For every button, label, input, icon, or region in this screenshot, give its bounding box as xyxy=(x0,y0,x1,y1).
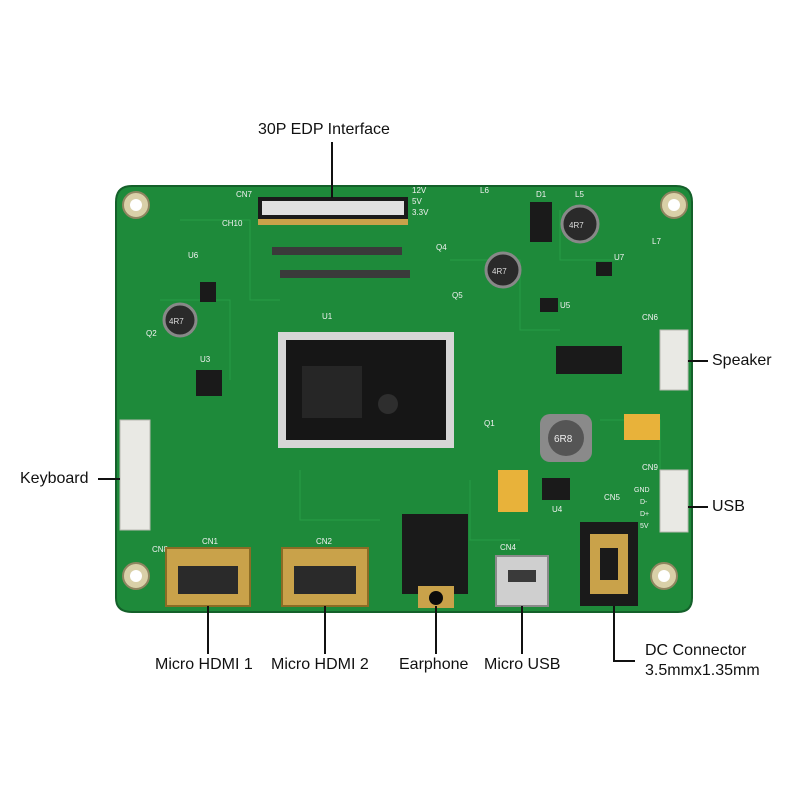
board-mark-cn8: CN8 xyxy=(152,545,169,554)
board-mark-l7: L7 xyxy=(652,237,661,246)
label-micro-hdmi-1: Micro HDMI 1 xyxy=(155,656,253,673)
micro-usb-connector xyxy=(495,555,549,607)
board-mark-cn6: CN6 xyxy=(642,313,659,322)
pin-5v-label: 5V xyxy=(640,523,649,530)
micro-hdmi-2-connector xyxy=(281,547,369,607)
pin-dplus-label: D+ xyxy=(640,511,649,518)
label-micro-hdmi-2: Micro HDMI 2 xyxy=(271,656,369,673)
inductor-l5 xyxy=(560,204,600,244)
dc-power-connector xyxy=(580,522,638,606)
usb-callout-line xyxy=(688,506,708,508)
inductor-mark: 4R7 xyxy=(492,267,507,276)
label-usb: USB xyxy=(712,498,745,515)
earphone-callout-line xyxy=(435,606,437,654)
board-mark-u7: U7 xyxy=(614,253,625,262)
chip-u5 xyxy=(540,298,558,312)
chip-u6 xyxy=(200,282,216,302)
inductor-mark: 6R8 xyxy=(554,434,573,445)
diode-d1 xyxy=(530,202,552,242)
hdmi1-callout-line xyxy=(207,606,209,654)
tantalum-capacitor xyxy=(498,470,528,512)
mounting-holes xyxy=(122,191,688,590)
board-mark-q1: Q1 xyxy=(484,419,495,428)
usb-header-connector xyxy=(659,469,689,533)
speaker-connector xyxy=(659,329,689,391)
inductor-mark: 4R7 xyxy=(569,221,584,230)
label-speaker: Speaker xyxy=(712,352,772,369)
board-mark-ch10: CH10 xyxy=(222,219,243,228)
board-mark-3v3: 3.3V xyxy=(412,208,429,217)
inductor-mark: 4R7 xyxy=(169,317,184,326)
edp-callout-line xyxy=(331,142,333,198)
resistor-array xyxy=(272,247,410,278)
hdmi2-callout-line xyxy=(324,606,326,654)
board-mark-u1: U1 xyxy=(322,312,333,321)
board-mark-cn1: CN1 xyxy=(202,537,219,546)
board-mark-u5: U5 xyxy=(560,301,571,310)
board-mark-12v: 12V xyxy=(412,186,427,195)
label-dc-connector-size: 3.5mmx1.35mm xyxy=(645,662,760,679)
earphone-jack xyxy=(402,514,468,608)
label-dc-connector: DC Connector xyxy=(645,642,747,659)
main-processor-chip xyxy=(278,332,454,448)
board-mark-q2: Q2 xyxy=(146,329,157,338)
board-mark-u4: U4 xyxy=(552,505,563,514)
board-mark-cn4: CN4 xyxy=(500,543,517,552)
dc-callout-line-horizontal xyxy=(613,660,635,662)
micro-usb-callout-line xyxy=(521,606,523,654)
board-mark-u3: U3 xyxy=(200,355,211,364)
board-mark-cn7: CN7 xyxy=(236,190,253,199)
pin-dminus-label: D- xyxy=(640,499,648,506)
board-mark-u6: U6 xyxy=(188,251,199,260)
board-mark-cn2: CN2 xyxy=(316,537,333,546)
label-edp-interface: 30P EDP Interface xyxy=(258,121,390,138)
chip-u4 xyxy=(542,478,570,500)
board-mark-d1: D1 xyxy=(536,190,547,199)
board-mark-q4: Q4 xyxy=(436,243,447,252)
speaker-callout-line xyxy=(688,360,708,362)
board-mark-cn9: CN9 xyxy=(642,463,659,472)
board-mark-5v: 5V xyxy=(412,197,422,206)
keyboard-connector xyxy=(119,419,151,531)
label-earphone: Earphone xyxy=(399,656,469,673)
board-mark-cn5: CN5 xyxy=(604,493,621,502)
board-mark-l6: L6 xyxy=(480,186,489,195)
tantalum-capacitor xyxy=(624,414,660,440)
keyboard-callout-line xyxy=(98,478,120,480)
inductor xyxy=(484,251,522,289)
label-micro-usb: Micro USB xyxy=(484,656,561,673)
audio-amplifier-chip xyxy=(556,346,622,374)
inductor xyxy=(162,302,198,338)
chip-u7 xyxy=(596,262,612,276)
pin-gnd-label: GND xyxy=(634,487,650,494)
chip-u3 xyxy=(196,370,222,396)
micro-hdmi-1-connector xyxy=(165,547,251,607)
dc-callout-line-vertical xyxy=(613,606,615,662)
label-keyboard: Keyboard xyxy=(20,470,89,487)
board-mark-l5: L5 xyxy=(575,190,584,199)
edp-connector xyxy=(258,197,408,225)
board-mark-q5: Q5 xyxy=(452,291,463,300)
